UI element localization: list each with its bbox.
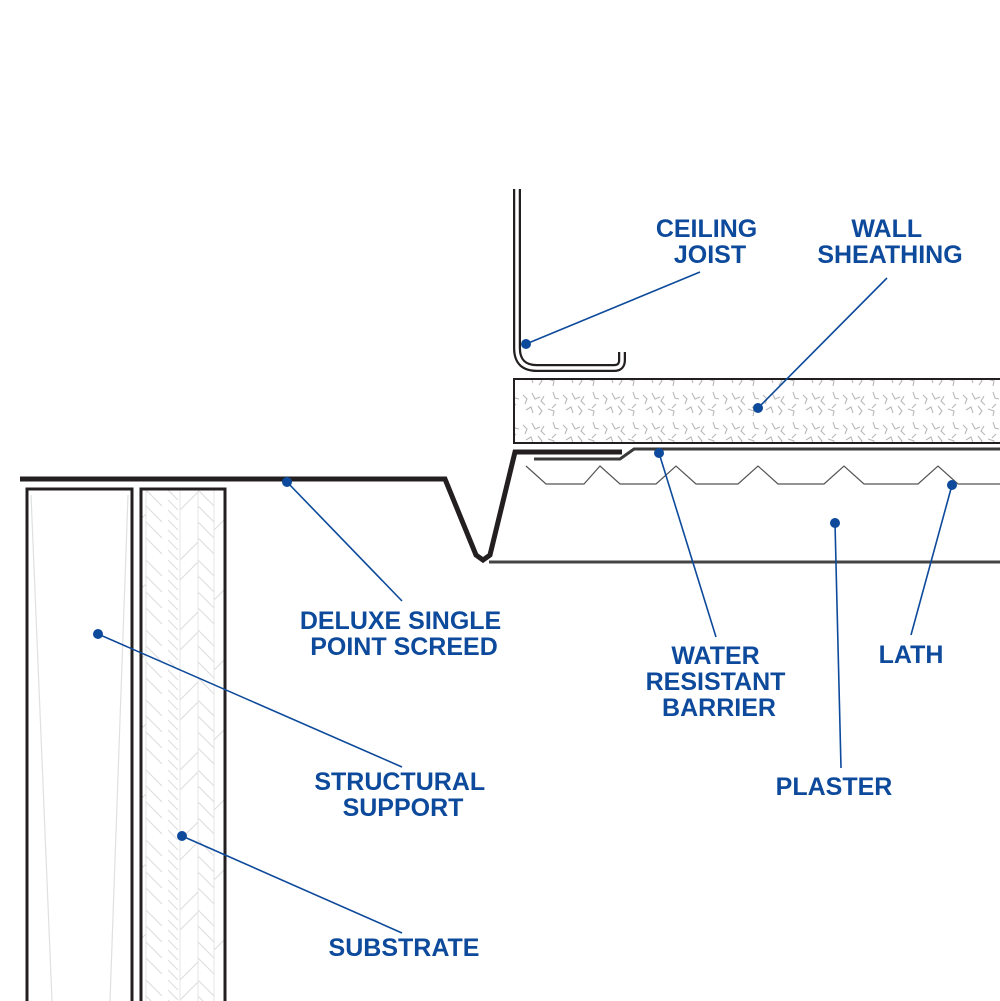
leader-ceiling-joist <box>521 271 701 349</box>
substrate-shape <box>139 487 227 1001</box>
screed-profile <box>20 449 622 564</box>
leader-screed <box>282 477 403 602</box>
leader-water-resistant-barrier <box>654 448 717 638</box>
leader-structural-support <box>93 629 403 768</box>
lath-profile <box>525 465 1000 485</box>
label-deluxe-single-point-screed: DELUXE SINGLE POINT SCREED <box>300 607 508 661</box>
label-substrate: SUBSTRATE <box>329 934 480 962</box>
water-resistant-barrier-line <box>534 447 1000 461</box>
leader-wall-sheathing <box>753 277 888 413</box>
leader-substrate <box>177 831 403 934</box>
label-water-resistant-barrier: WATER RESISTANT BARRIER <box>646 642 793 722</box>
label-lath: LATH <box>879 641 944 669</box>
structural-support-grain-right <box>109 494 129 1001</box>
label-plaster: PLASTER <box>776 773 893 801</box>
ceiling-joist-inner <box>515 189 624 370</box>
label-ceiling-joist: CEILING JOIST <box>656 215 764 269</box>
leader-plaster <box>830 518 842 769</box>
label-structural-support: STRUCTURAL SUPPORT <box>314 768 491 822</box>
label-wall-sheathing: WALL SHEATHING <box>817 215 962 269</box>
structural-support-shape <box>25 487 134 1001</box>
leader-lath <box>910 480 957 636</box>
structural-support-grain-left <box>30 494 53 1001</box>
